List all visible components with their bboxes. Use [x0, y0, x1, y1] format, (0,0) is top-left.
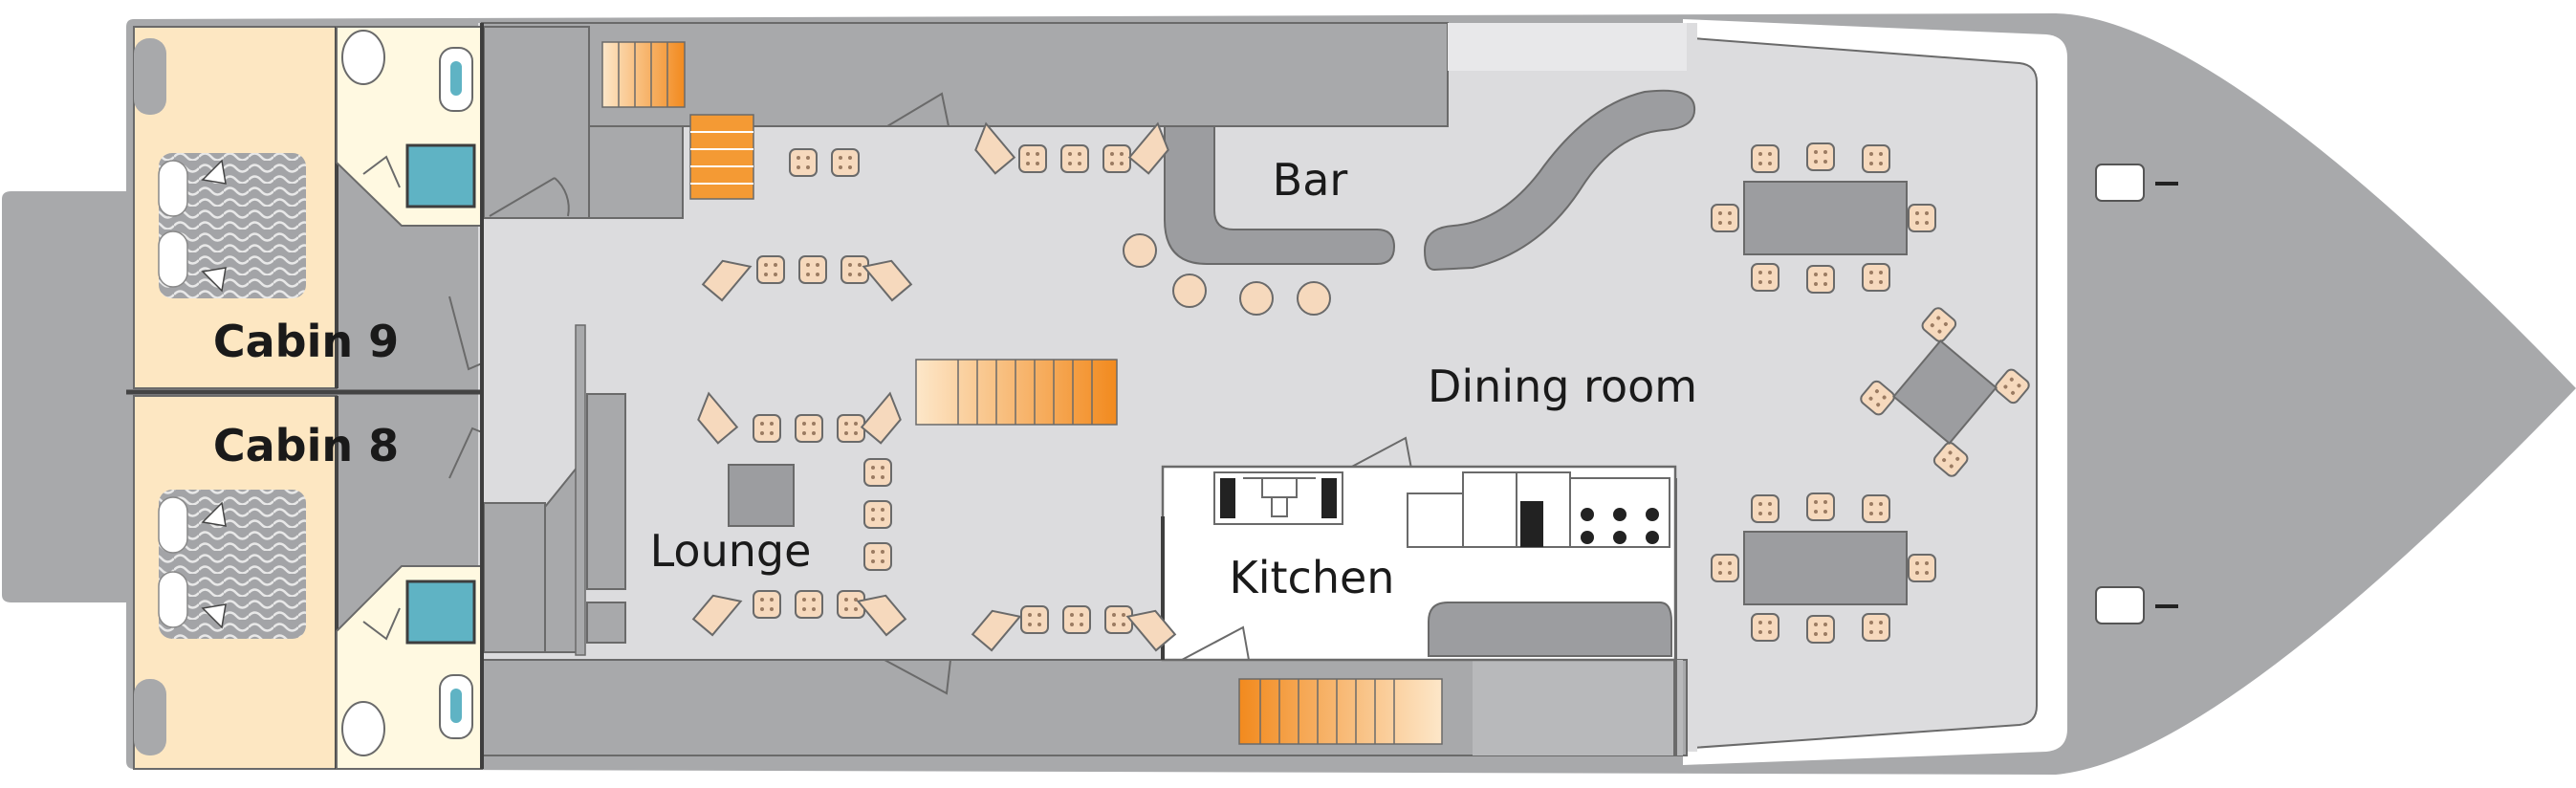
stairs-top-left	[601, 41, 686, 108]
cabin-8[interactable]	[133, 395, 483, 770]
bow-cleat-bottom	[2095, 586, 2178, 624]
bed-cabin-9	[159, 153, 306, 298]
service-room-bottom	[483, 502, 546, 653]
stairs-bottom	[1238, 678, 1443, 745]
cabin-9-label: Cabin 9	[213, 316, 399, 367]
cabin-8-label: Cabin 8	[213, 420, 399, 471]
bed-cabin-8	[159, 490, 306, 639]
cabin-9[interactable]	[133, 26, 483, 389]
kitchen[interactable]	[1161, 465, 1677, 662]
stairs-center	[915, 359, 1118, 426]
kitchen-label: Kitchen	[1230, 552, 1395, 603]
bar-counter	[1164, 89, 1696, 272]
stairs-service	[689, 114, 754, 200]
door-kitchen	[1347, 436, 1412, 470]
door-corridor-bottom	[884, 659, 951, 695]
lounge-label: Lounge	[650, 525, 812, 577]
corridor-top-end	[1448, 23, 1687, 71]
dining-table-top	[1711, 142, 1936, 294]
bar-stools	[1123, 233, 1331, 316]
lounge-sofa-right	[863, 458, 892, 571]
door-service-top	[489, 177, 570, 217]
bathroom-cabin-8	[336, 565, 483, 770]
bathroom-cabin-9	[336, 26, 483, 227]
bar-label: Bar	[1273, 154, 1348, 206]
dining-table-square	[1857, 304, 2033, 480]
dining-table-bottom	[1711, 492, 1936, 644]
door-corridor-top	[886, 92, 950, 127]
corridor-bottom-end	[1473, 660, 1683, 755]
dining-room-label: Dining room	[1428, 361, 1697, 412]
lounge-coffee-table	[728, 464, 795, 527]
lounge-cabinet	[586, 393, 626, 590]
bow-cleat-top	[2095, 164, 2178, 202]
